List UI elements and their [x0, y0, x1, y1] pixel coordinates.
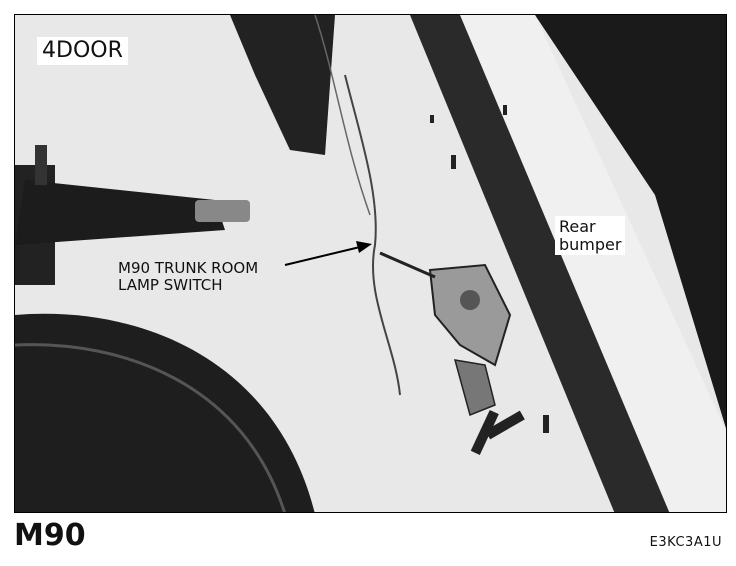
model-label: M90	[14, 518, 86, 553]
spare-tire-rim	[15, 343, 286, 512]
trunk-room-lamp-switch-label: M90 TRUNK ROOM LAMP SWITCH	[115, 259, 261, 294]
body-type-badge: 4DOOR	[37, 37, 128, 66]
bumper-label-line2: bumper	[559, 234, 622, 254]
panel-edge	[314, 15, 371, 216]
trunk-seal-strip	[410, 15, 670, 512]
trunk-photo-illustration	[15, 15, 726, 512]
callout-arrow	[284, 241, 372, 266]
switch-label-line2: LAMP SWITCH	[118, 275, 223, 294]
jack-tool	[15, 145, 250, 285]
panel-crease	[344, 74, 401, 396]
rear-bumper-label: Rear bumper	[555, 216, 626, 256]
switch-label-line1: M90 TRUNK ROOM	[118, 259, 259, 277]
bumper-label-line1: Rear	[559, 217, 596, 236]
trunk-latch-mechanism	[379, 251, 525, 455]
spare-tire	[15, 313, 315, 512]
rear-bumper-strip	[455, 15, 726, 512]
trunk-hinge-shadow	[230, 15, 335, 155]
figure-code: E3KC3A1U	[649, 535, 722, 550]
floor-marks	[430, 105, 549, 433]
trunk-photo: 4DOOR M90 TRUNK ROOM LAMP SWITCH Rear bu…	[14, 14, 727, 513]
dark-background	[475, 15, 726, 429]
